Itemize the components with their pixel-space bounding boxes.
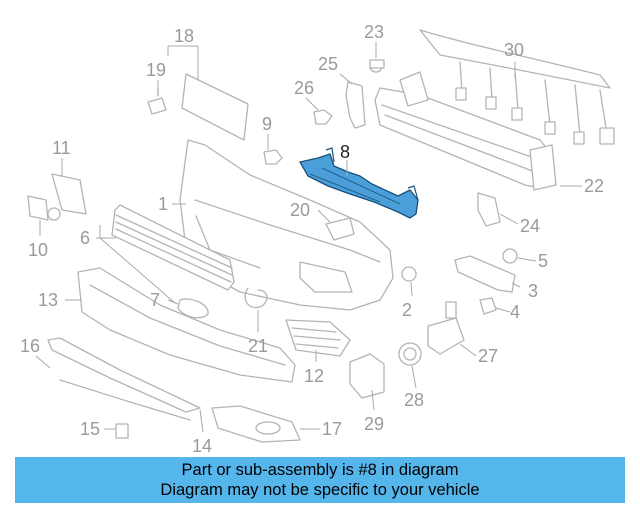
callout-23: 23 bbox=[364, 22, 384, 42]
part-27-parking-sensor bbox=[427, 301, 465, 355]
callout-7: 7 bbox=[150, 290, 160, 310]
part-13-lower-absorber bbox=[77, 267, 296, 383]
part-11-bracket bbox=[51, 173, 87, 215]
callout-9: 9 bbox=[262, 114, 272, 134]
callout-22: 22 bbox=[584, 176, 604, 196]
part-25-bracket bbox=[345, 81, 366, 129]
part-9-bolt bbox=[263, 149, 283, 165]
callout-30: 30 bbox=[504, 40, 524, 60]
part-2-nut bbox=[401, 266, 417, 282]
part-20-insert bbox=[325, 217, 355, 241]
callout-14: 14 bbox=[192, 436, 212, 455]
part-6-grille bbox=[111, 204, 235, 291]
callouts: 8 1 2 3 4 5 6 7 9 10 11 12 13 14 15 16 1… bbox=[20, 22, 604, 455]
callout-18: 18 bbox=[174, 26, 194, 46]
part-28-sensor-ring bbox=[398, 342, 422, 366]
part-17-fog-trim bbox=[211, 405, 301, 443]
part-10-clip bbox=[27, 195, 61, 221]
callout-28: 28 bbox=[404, 390, 424, 410]
part-23-bolt bbox=[369, 59, 385, 73]
callout-17: 17 bbox=[322, 419, 342, 439]
part-21-cable bbox=[244, 287, 268, 309]
callout-8: 8 bbox=[340, 142, 350, 162]
callout-29: 29 bbox=[364, 414, 384, 434]
callout-27: 27 bbox=[478, 346, 498, 366]
part-24-bracket bbox=[477, 192, 501, 227]
callout-1: 1 bbox=[158, 194, 168, 214]
part-18-license-bracket bbox=[181, 73, 249, 141]
part-26-bolt bbox=[313, 109, 333, 125]
part-5-clip bbox=[502, 248, 518, 264]
callout-6: 6 bbox=[80, 228, 90, 248]
part-7-cap bbox=[177, 298, 209, 319]
part-29-sensor-bracket bbox=[349, 353, 385, 399]
callout-4: 4 bbox=[510, 302, 520, 322]
callout-12: 12 bbox=[304, 366, 324, 386]
callout-20: 20 bbox=[290, 200, 310, 220]
info-banner: Part or sub-assembly is #8 in diagram Di… bbox=[15, 457, 625, 503]
banner-line-1: Part or sub-assembly is #8 in diagram bbox=[181, 461, 459, 479]
part-16-lower-strip bbox=[47, 337, 201, 413]
part-14-trim-strip bbox=[59, 379, 191, 421]
callout-13: 13 bbox=[38, 290, 58, 310]
callout-26: 26 bbox=[294, 78, 314, 98]
callout-2: 2 bbox=[402, 300, 412, 320]
callout-25: 25 bbox=[318, 54, 338, 74]
part-8-highlighted bbox=[299, 147, 419, 219]
banner-line-2: Diagram may not be specific to your vehi… bbox=[160, 481, 480, 499]
callout-11: 11 bbox=[52, 138, 71, 158]
callout-10: 10 bbox=[28, 240, 48, 260]
callout-21: 21 bbox=[248, 336, 268, 356]
part-1-bumper-cover bbox=[179, 139, 394, 311]
part-19-plug bbox=[147, 87, 167, 115]
part-30-wiring-harness bbox=[419, 29, 615, 145]
callout-3: 3 bbox=[528, 281, 538, 301]
part-3-guide bbox=[454, 255, 516, 293]
callout-24: 24 bbox=[520, 216, 540, 236]
part-12-fog-cover bbox=[285, 319, 351, 357]
leader-lines bbox=[35, 42, 582, 433]
callout-16: 16 bbox=[20, 336, 40, 356]
part-4-screw bbox=[479, 297, 497, 315]
callout-19: 19 bbox=[146, 60, 166, 80]
part-15-clip bbox=[115, 423, 129, 439]
callout-5: 5 bbox=[538, 251, 548, 271]
parts-diagram: 8 1 2 3 4 5 6 7 9 10 11 12 13 14 15 16 1… bbox=[20, 22, 615, 455]
callout-15: 15 bbox=[80, 419, 100, 439]
part-22-impact-bar bbox=[374, 71, 557, 191]
